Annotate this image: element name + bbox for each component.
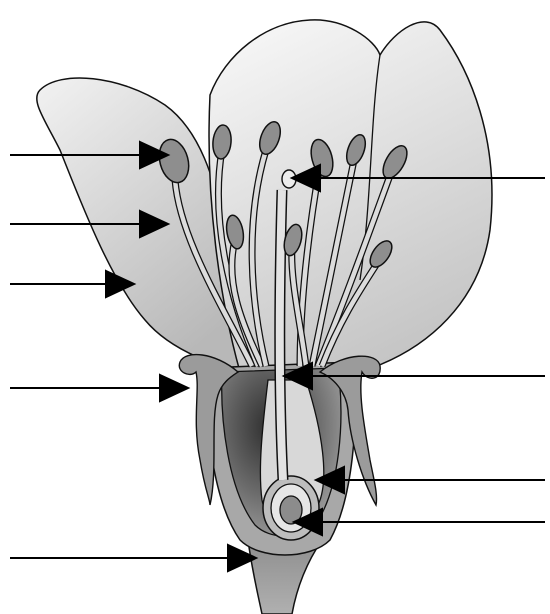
petal-back-center	[209, 20, 492, 372]
pointer-receptacle	[10, 545, 256, 571]
petals	[37, 20, 492, 372]
style-fill	[280, 190, 283, 480]
pointer-petal	[10, 271, 134, 297]
pointer-sepal	[10, 375, 188, 401]
